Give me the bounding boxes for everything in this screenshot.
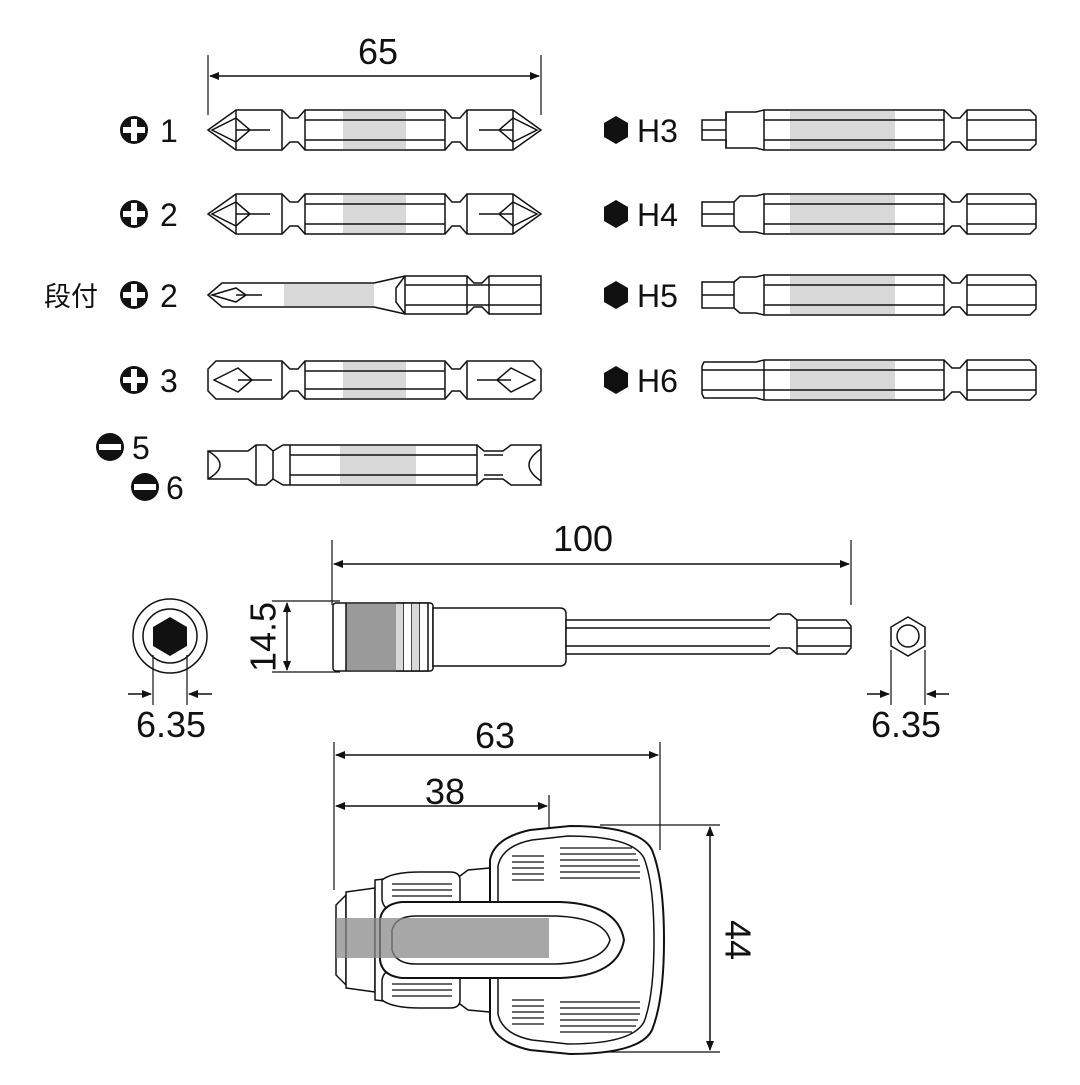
shank-end-view: 6.35: [867, 616, 949, 745]
bit-size-label: 2: [160, 278, 178, 314]
extension-holder: 100 14.5 6.35: [128, 518, 949, 745]
plus-icon: [120, 366, 148, 394]
hex-bit-drawing: [701, 109, 1037, 151]
bit-size-label: 3: [160, 363, 178, 399]
stepped-prefix-label: 段付: [44, 282, 98, 312]
plus-icon: [120, 281, 148, 309]
double-ended-bit-drawing: [207, 360, 542, 400]
bit-size-label: H5: [637, 278, 678, 314]
extension-holder-drawing: [332, 602, 852, 672]
hex-bit-drawing: [701, 193, 1037, 235]
bit-length-label: 65: [358, 31, 398, 72]
bits-right-column: H3 H4: [604, 109, 1037, 401]
extension-length-label: 100: [553, 518, 613, 559]
bit-size-label: 2: [160, 197, 178, 233]
socket-end-view: 6.35: [128, 598, 212, 745]
bit-size-label: H3: [637, 113, 678, 149]
bit-size-label: 5: [132, 430, 150, 466]
hex-icon: [604, 366, 628, 394]
bit-row-slotted: 5 6: [96, 430, 542, 506]
hex-icon: [604, 116, 628, 144]
bit-row-ph1: 1: [120, 109, 543, 151]
hex-icon: [604, 200, 628, 228]
bit-row-h6: H6: [604, 359, 1037, 401]
hex-bit-drawing: [701, 359, 1037, 401]
bit-row-ph3: 3: [120, 360, 542, 400]
bit-row-ph2: 2: [120, 193, 543, 235]
handle-length-label: 63: [475, 715, 515, 756]
bits-left-column: 1 2: [44, 109, 543, 506]
handle-drawing: [335, 824, 666, 1056]
bit-size-label: 1: [160, 113, 178, 149]
double-ended-bit-drawing: [206, 109, 543, 151]
double-ended-bit-drawing: [206, 193, 543, 235]
shank-hex-label: 6.35: [871, 704, 941, 745]
bit-size-label: H6: [637, 363, 678, 399]
slotted-bit-drawing: [207, 444, 542, 486]
minus-icon: [96, 433, 124, 461]
bit-row-ph2-stepped: 段付 2: [44, 275, 542, 315]
bit-row-h3: H3: [604, 109, 1037, 151]
socket-hex-label: 6.35: [136, 704, 206, 745]
handle: 63 38 44: [333, 715, 758, 1056]
chuck-length-label: 38: [425, 771, 465, 812]
hex-icon: [604, 281, 628, 309]
holder-diameter-label: 14.5: [243, 602, 284, 672]
bit-size-label: 6: [166, 470, 184, 506]
hex-bit-drawing: [701, 274, 1037, 316]
minus-icon: [131, 473, 159, 501]
dimension-bit-length: 65: [207, 31, 542, 115]
handle-diameter-label: 44: [717, 920, 758, 960]
bit-size-label: H4: [637, 197, 678, 233]
plus-icon: [120, 200, 148, 228]
bit-row-h5: H5: [604, 274, 1037, 316]
stepped-bit-drawing: [206, 275, 542, 315]
plus-icon: [120, 116, 148, 144]
bit-row-h4: H4: [604, 193, 1037, 235]
